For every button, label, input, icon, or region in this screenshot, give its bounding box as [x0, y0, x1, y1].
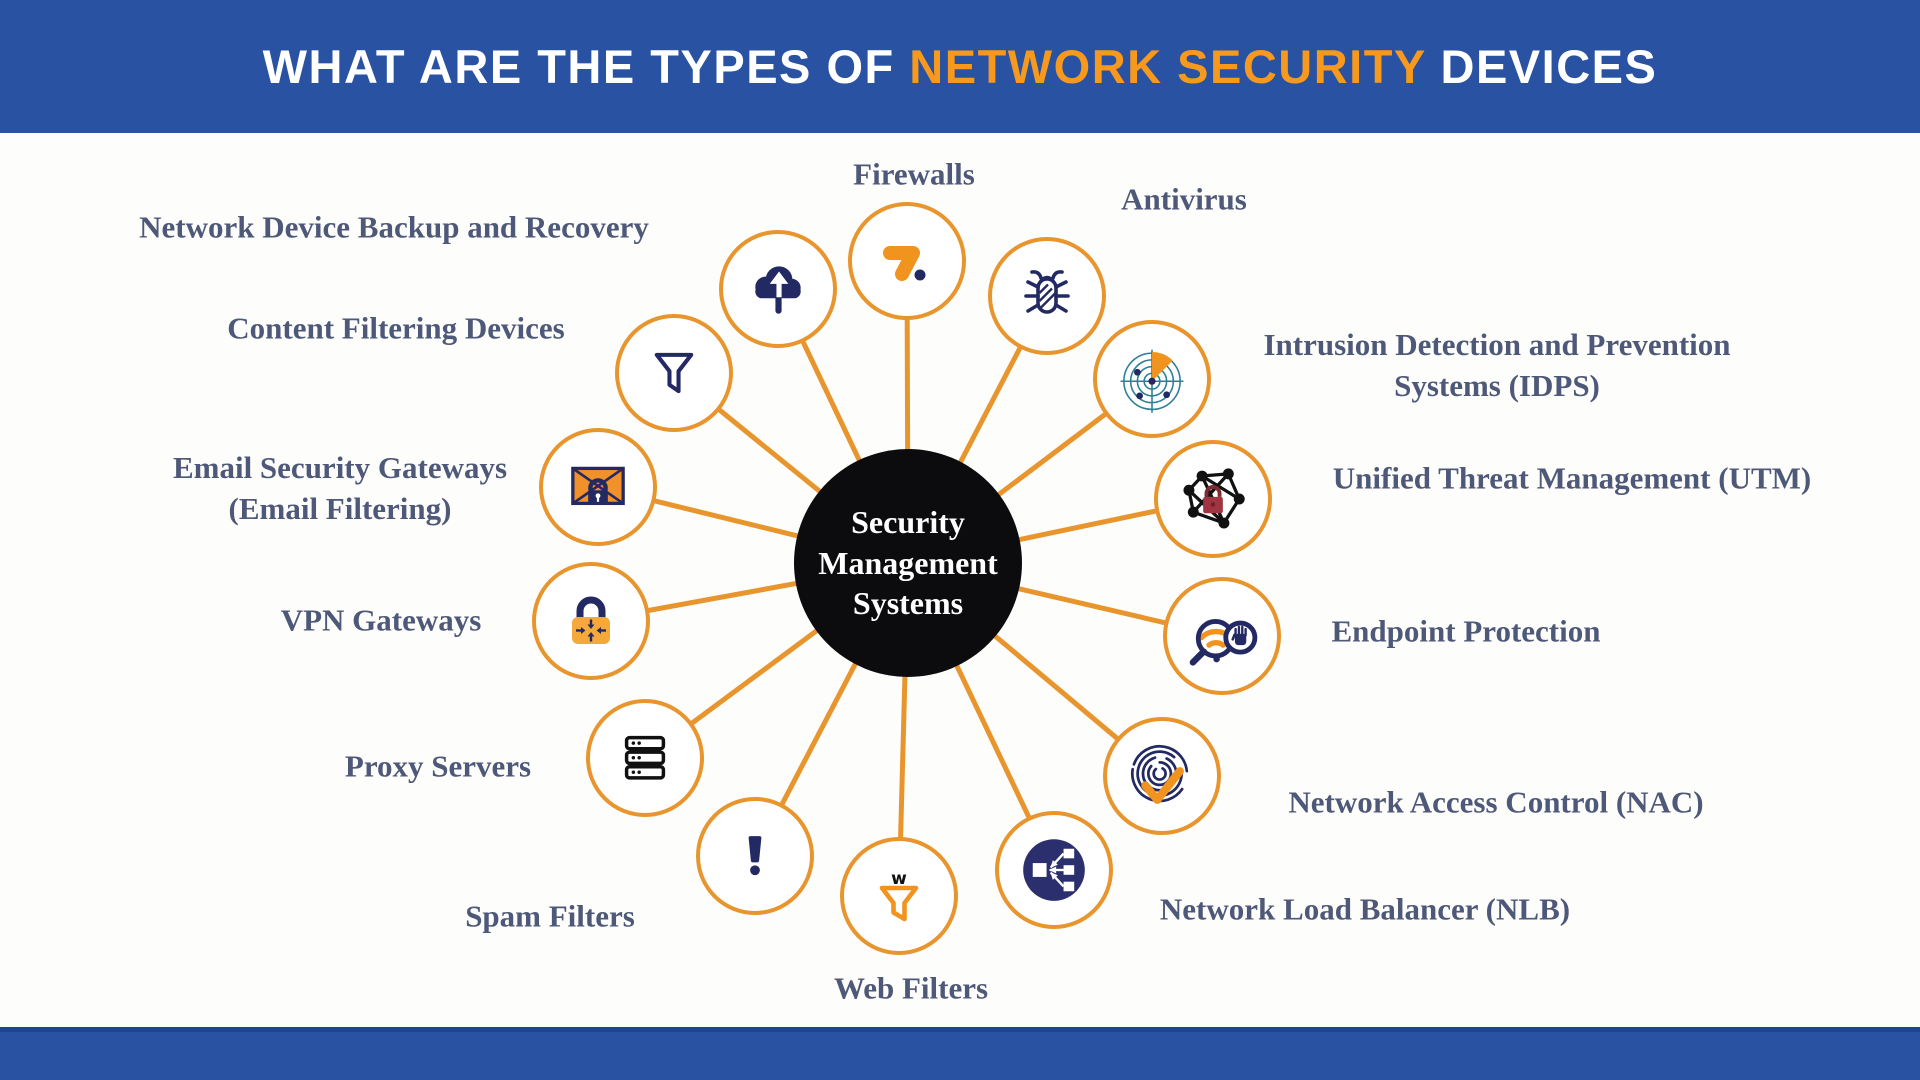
label-nac: Network Access Control (NAC): [1288, 783, 1703, 824]
cloud-upload-icon: [755, 266, 801, 314]
load-balancer-icon: [1023, 839, 1085, 901]
node-email-gateways: [539, 428, 657, 546]
label-idps: Intrusion Detection and Prevention Syste…: [1263, 325, 1730, 407]
network-lock-icon: [1183, 468, 1245, 529]
svg-text:w: w: [891, 869, 907, 889]
label-text: VPN Gateways: [280, 602, 482, 638]
exclamation-icon: [748, 836, 762, 876]
node-web-filters: w: [840, 837, 958, 955]
label-line-1: Intrusion Detection and Prevention: [1263, 327, 1731, 363]
label-text: Network Load Balancer (NLB): [1159, 891, 1571, 927]
label-nlb: Network Load Balancer (NLB): [1160, 890, 1570, 931]
page-title: WHAT ARE THE TYPES OF NETWORK SECURITY D…: [263, 39, 1658, 94]
radar-icon: [1120, 349, 1184, 413]
label-proxy-servers: Proxy Servers: [345, 747, 531, 788]
fingerprint-check-icon: [1130, 744, 1189, 804]
node-firewalls: [848, 202, 966, 320]
label-content-filtering: Content Filtering Devices: [227, 309, 564, 350]
label-text: Web Filters: [833, 970, 989, 1006]
node-spam-filters: [696, 797, 814, 915]
hub-line-1: Security: [851, 503, 965, 540]
label-text: Firewalls: [853, 156, 975, 192]
label-vpn-gateways: VPN Gateways: [281, 601, 482, 642]
label-endpoint: Endpoint Protection: [1332, 612, 1601, 653]
bug-icon: [1024, 270, 1070, 314]
node-utm: [1154, 440, 1272, 558]
label-line-2: (Email Filtering): [228, 491, 452, 526]
magnifier-hand-icon: [1189, 618, 1258, 666]
hub-line-2: Management: [818, 544, 998, 581]
node-antivirus: [988, 237, 1106, 355]
hub-security-management-systems: Security Management Systems: [794, 449, 1022, 677]
node-nlb: [995, 811, 1113, 929]
label-text: Spam Filters: [465, 898, 635, 934]
label-text: Proxy Servers: [344, 748, 532, 784]
label-email-gateways: Email Security Gateways (Email Filtering…: [173, 448, 507, 530]
title-prefix: WHAT ARE THE TYPES OF: [262, 40, 910, 93]
label-backup-recovery: Network Device Backup and Recovery: [139, 208, 649, 249]
bottom-bar: [0, 1027, 1920, 1080]
web-funnel-icon: w: [879, 869, 919, 922]
title-highlight: NETWORK SECURITY: [909, 40, 1426, 93]
node-idps: [1093, 320, 1211, 438]
title-suffix: DEVICES: [1425, 40, 1658, 93]
label-line-2: Systems (IDPS): [1394, 368, 1600, 403]
hub-line-3: Systems: [852, 585, 964, 622]
label-text: Endpoint Protection: [1331, 613, 1601, 649]
secure-email-icon: [571, 466, 625, 506]
label-text: Network Access Control (NAC): [1288, 784, 1704, 820]
label-text: Antivirus: [1121, 181, 1247, 217]
firewall-icon: [883, 246, 926, 281]
funnel-icon: [654, 352, 694, 394]
node-backup-recovery: [719, 230, 837, 348]
label-text: Network Device Backup and Recovery: [139, 209, 649, 245]
label-firewalls: Firewalls: [853, 155, 975, 196]
title-banner: WHAT ARE THE TYPES OF NETWORK SECURITY D…: [0, 0, 1920, 133]
label-web-filters: Web Filters: [834, 969, 988, 1010]
node-nac: [1103, 717, 1221, 835]
node-vpn-gateways: [532, 562, 650, 680]
node-proxy-servers: [586, 699, 704, 817]
node-endpoint: [1163, 577, 1281, 695]
label-spam-filters: Spam Filters: [465, 897, 635, 938]
label-text: Unified Threat Management (UTM): [1332, 460, 1812, 496]
padlock-arrows-icon: [572, 596, 610, 644]
label-utm: Unified Threat Management (UTM): [1333, 459, 1811, 500]
node-content-filtering: [615, 314, 733, 432]
server-stack-icon: [624, 735, 666, 780]
label-antivirus: Antivirus: [1121, 180, 1247, 221]
label-text: Content Filtering Devices: [227, 310, 565, 346]
label-line-1: Email Security Gateways: [172, 450, 508, 486]
